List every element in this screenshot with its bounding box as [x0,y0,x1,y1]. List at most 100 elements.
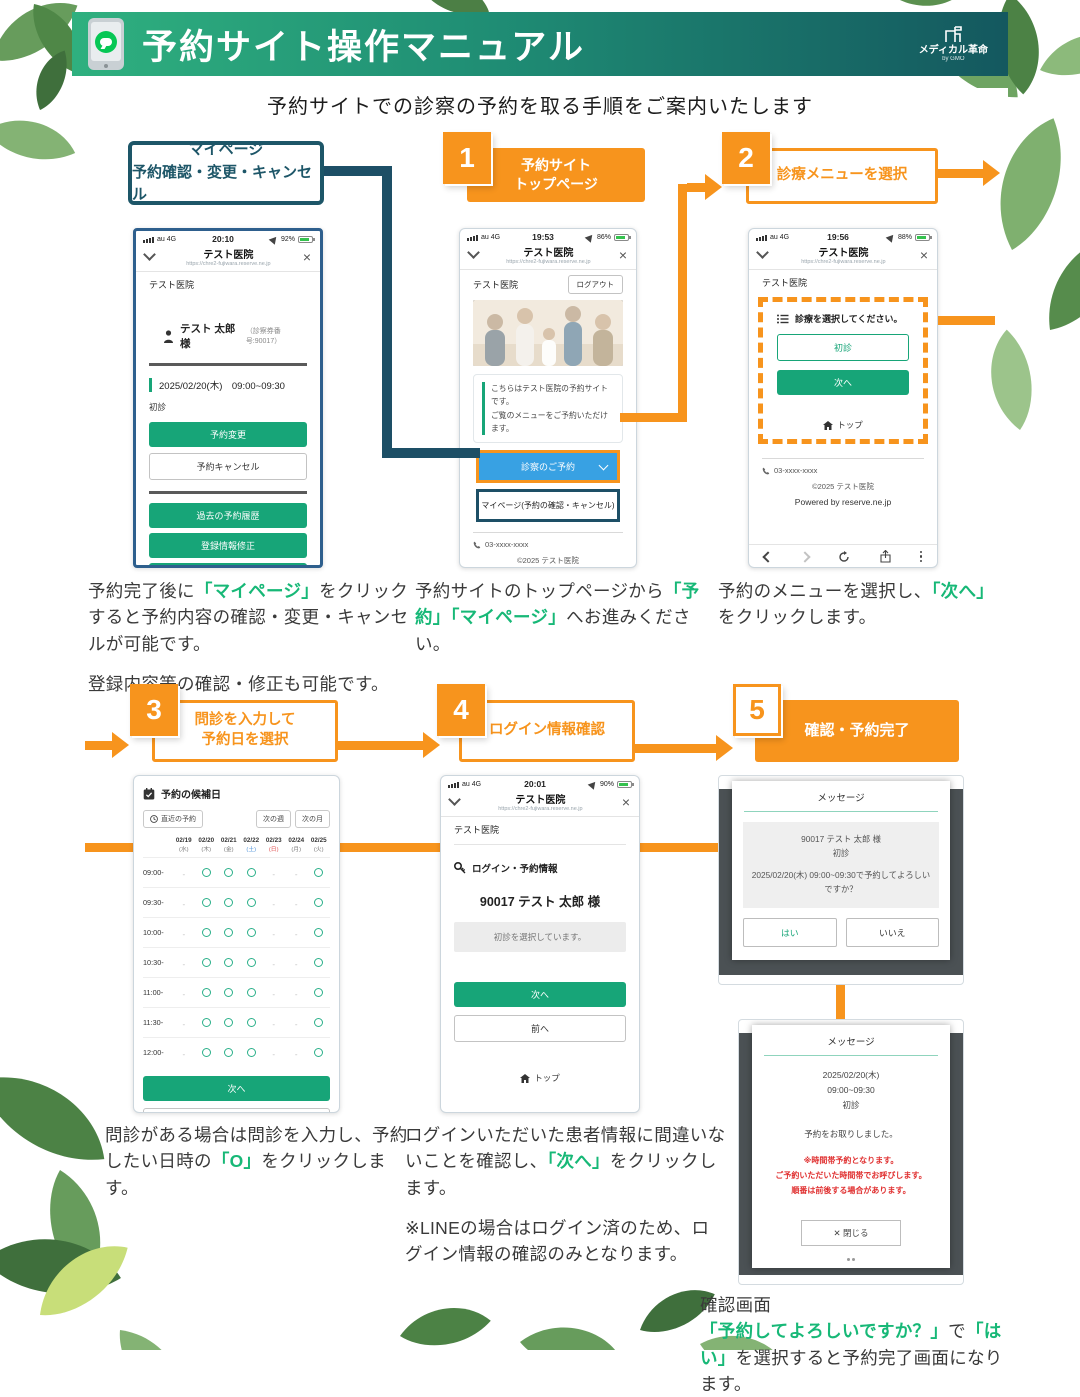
step-number-1: 1 [443,132,491,184]
prev-button[interactable]: 前へ [143,1108,330,1112]
next-button[interactable]: 次へ [777,370,909,395]
close-icon[interactable]: × [302,248,311,265]
availability-open[interactable] [201,987,211,997]
availability-open[interactable] [201,1047,211,1057]
flow-connector [85,741,113,750]
availability-open[interactable] [246,1017,256,1027]
caption-mypage: 予約完了後に「マイページ」をクリックすると予約内容の確認・変更・キャンセルが可能… [88,578,420,697]
powered-by: Powered by reserve.ne.jp [794,497,892,507]
availability-open[interactable] [246,897,256,907]
availability-none: - [272,959,276,969]
top-link[interactable]: トップ [777,419,909,431]
first-visit-button[interactable]: 初診 [777,334,909,361]
visit-type: 初診 [842,1099,860,1110]
share-icon[interactable] [879,550,891,563]
close-icon[interactable]: × [621,793,630,810]
completion-dialog-screenshot: メッセージ 2025/02/20(木) 09:00~09:30 初診 予約をお取… [738,1019,964,1285]
weekday-label: (月) [291,847,302,853]
availability-open[interactable] [224,927,234,937]
time-slot-row: 10:00---- [143,917,330,948]
availability-open[interactable] [314,927,324,937]
availability-open[interactable] [314,1017,324,1027]
availability-open[interactable] [314,1047,324,1057]
forward-icon[interactable] [799,550,811,563]
cancel-reservation-button[interactable]: 予約キャンセル [149,453,307,480]
availability-none: - [272,869,276,879]
change-reservation-button[interactable]: 予約変更 [149,422,307,447]
availability-open[interactable] [224,897,234,907]
availability-cell: - [262,978,284,1008]
time-slot-label: 10:00- [143,928,164,937]
clock-label: 20:01 [524,779,546,789]
next-week-button[interactable]: 次の週 [256,810,291,828]
step-label-text: 問診を入力して [194,712,296,729]
battery-percent: 90% [599,780,614,788]
logout-button[interactable]: ログアウト [567,275,623,294]
confirm-modal: メッセージ 90017 テスト 太郎 様 初診 2025/02/20(木) 09… [732,781,950,960]
close-icon[interactable]: × [618,246,627,263]
availability-open[interactable] [246,867,256,877]
battery-icon [617,780,634,788]
availability-open[interactable] [201,927,211,937]
availability-cell [195,948,217,978]
availability-open[interactable] [224,867,234,877]
browser-title: テスト医院 [523,248,574,259]
next-button[interactable]: 次へ [454,982,626,1007]
availability-open[interactable] [224,987,234,997]
chevron-down-icon[interactable] [143,248,156,261]
availability-open[interactable] [201,957,211,967]
reload-icon[interactable] [838,550,850,563]
caption-final: 確認画面「予約してよろしいですか？」で「はい」を選択すると予約完了画面になります… [700,1292,1018,1397]
person-icon [164,329,173,343]
availability-cell [218,1008,240,1038]
availability-open[interactable] [201,1017,211,1027]
browser-url: https://chre2-fujiwara.reserve.ne.jp [186,261,271,267]
availability-open[interactable] [314,867,324,877]
chevron-down-icon[interactable] [448,793,461,806]
availability-open[interactable] [201,867,211,877]
mypage-button[interactable]: マイページ(予約の確認・キャンセル) [479,492,617,519]
availability-open[interactable] [224,1017,234,1027]
chevron-down-icon[interactable] [756,246,769,259]
availability-cell [218,1038,240,1068]
more-icon[interactable] [919,550,923,563]
confirm-message: 90017 テスト 太郎 様 初診 2025/02/20(木) 09:00~09… [743,822,939,908]
highlighted-text: 「次へ」 [931,581,995,601]
flow-connector [687,183,705,192]
table-header-row: 02/19(水)02/20(木)02/21(金)02/22(土)02/23(日)… [143,837,330,858]
availability-open[interactable] [224,1047,234,1057]
date-column-header: 02/23(日) [262,837,284,858]
no-button[interactable]: いいえ [845,917,939,947]
mypage-menu-button[interactable]: 登録情報修正 [149,533,307,558]
chevron-down-icon[interactable] [467,246,480,259]
availability-open[interactable] [201,897,211,907]
availability-cell [307,1008,330,1038]
prev-button[interactable]: 前へ [454,1015,626,1042]
recent-reservation-button[interactable]: 直近の予約 [143,810,203,828]
reserve-button[interactable]: 診察のご予約 [479,453,617,480]
yes-button[interactable]: はい [743,917,837,947]
brand-name: メディカル革命 [918,45,988,57]
availability-open[interactable] [314,897,324,907]
confirm-question: 2025/02/20(木) 09:00~09:30で予約してよろしいですか？ [751,870,931,895]
availability-none: - [272,899,276,909]
weekday-label: (日) [268,847,279,853]
carrier-label: au 4G [770,233,790,241]
step-number-2: 2 [722,132,770,184]
availability-open[interactable] [224,957,234,967]
availability-open[interactable] [314,987,324,997]
availability-open[interactable] [246,987,256,997]
back-icon[interactable] [761,550,774,563]
next-button[interactable]: 次へ [143,1076,330,1101]
availability-open[interactable] [246,927,256,937]
top-link[interactable]: トップ [454,1072,626,1084]
close-icon[interactable]: × [919,246,928,263]
highlighted-text: 「マイページ」 [450,607,567,628]
mypage-menu-button[interactable]: ログイン情報修正 [149,563,307,565]
availability-open[interactable] [246,1047,256,1057]
availability-open[interactable] [314,957,324,967]
availability-open[interactable] [246,957,256,967]
mypage-menu-button[interactable]: 過去の予約履歴 [149,503,307,528]
next-month-button[interactable]: 次の月 [295,810,330,828]
close-dialog-button[interactable]: ✕ 閉じる [801,1220,901,1247]
